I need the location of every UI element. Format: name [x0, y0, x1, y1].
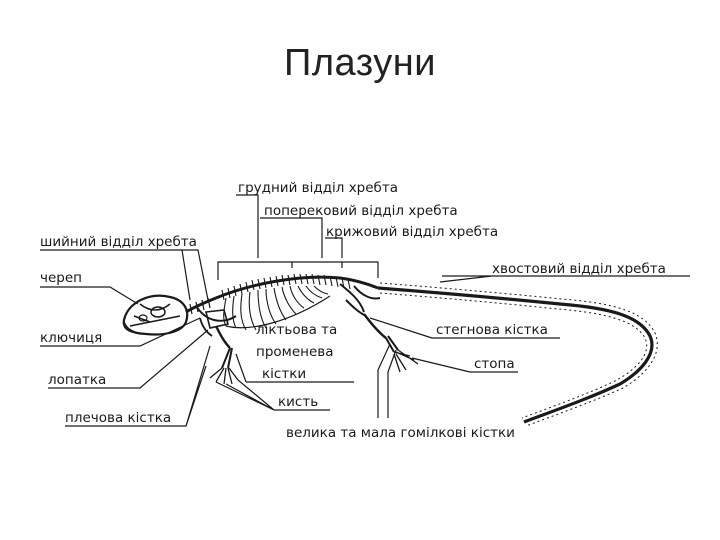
skull-drawing	[122, 294, 189, 336]
label-femur: стегнова кістка	[436, 322, 548, 338]
label-lumbar-spine: поперековий відділ хребта	[264, 203, 458, 219]
trunk-spine-drawing	[215, 273, 379, 331]
label-caudal-spine: хвостовий відділ хребта	[492, 261, 666, 277]
label-cervical-spine: шийний відділ хребта	[40, 234, 197, 250]
label-ulna-radius-line1: ліктьова та	[256, 322, 337, 338]
skeleton-drawing	[122, 273, 658, 427]
label-scapula: лопатка	[48, 372, 106, 388]
label-tibia-fibula: велика та мала гомілкові кістки	[286, 425, 515, 441]
label-hand: кисть	[278, 394, 318, 410]
diagram-labels: грудний відділ хребта поперековий відділ…	[40, 180, 666, 441]
slide-title: Плазуни	[284, 42, 436, 84]
label-ulna-radius-line3: кістки	[262, 366, 306, 382]
tail-drawing	[377, 282, 658, 427]
label-sacral-spine: крижовий відділ хребта	[326, 224, 498, 240]
label-thoracic-spine: грудний відділ хребта	[238, 180, 398, 196]
cervical-spine-drawing	[185, 296, 217, 314]
pelvis-drawing	[339, 283, 381, 317]
label-skull: череп	[40, 270, 82, 286]
shoulder-girdle-drawing	[195, 305, 237, 337]
label-ulna-radius-line2: променева	[256, 344, 334, 360]
label-clavicle: ключиця	[40, 330, 102, 346]
label-foot: стопа	[474, 356, 515, 372]
label-humerus: плечова кістка	[65, 410, 171, 426]
front-limb-drawing	[209, 325, 239, 385]
leader-lines	[40, 194, 690, 427]
